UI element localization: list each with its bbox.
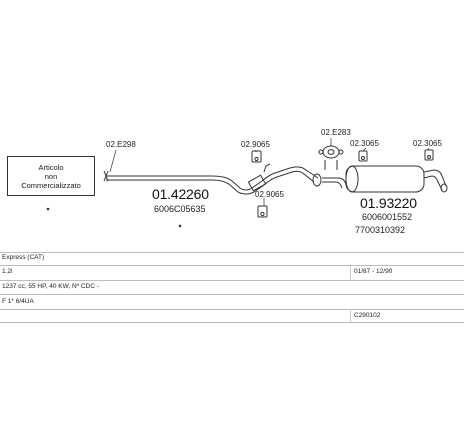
rear-part-number: 01.93220: [360, 195, 417, 211]
table-row-divider: [0, 294, 464, 295]
rear-silencer: [322, 165, 448, 193]
table-row-divider: [0, 309, 464, 310]
rear-part-code-1: 6006001552: [362, 212, 413, 222]
front-pipe: [103, 163, 322, 195]
table-col-divider: [350, 309, 351, 322]
flange-gasket: [318, 145, 344, 170]
ref-label-e298: 02.E298: [106, 140, 136, 149]
ref-label-3065-left: 02.3065: [350, 139, 379, 148]
catalog-code-text: C290102: [354, 312, 381, 319]
dot-marker: [178, 224, 182, 228]
not-sold-line-3: Commercializzato: [21, 180, 81, 190]
table-row-divider: [0, 265, 464, 266]
ref-label-9065-top: 02.9065: [241, 140, 270, 149]
model-text: Express (CAT): [2, 254, 45, 261]
table-col-divider: [350, 265, 351, 280]
date-range-text: 01/87 - 12/90: [354, 268, 393, 275]
hanger-icon: [257, 205, 268, 218]
engine-text: 1.2i: [2, 268, 13, 275]
chassis-text: F 1* 6/4UA: [2, 298, 34, 305]
front-part-number: 01.42260: [152, 186, 209, 202]
front-part-code: 6006C05635: [154, 204, 206, 214]
engine-spec-text: 1237 cc, 55 HP, 40 KW, Nº CDC -: [2, 283, 99, 290]
rear-part-code-2: 7700310392: [355, 225, 406, 235]
not-sold-box: Articolo non Commercializzato: [7, 156, 95, 196]
ref-label-e283: 02.E283: [321, 128, 351, 137]
hanger-icon: [358, 150, 368, 162]
table-row-divider: [0, 252, 464, 253]
not-sold-line-2: non: [44, 171, 58, 181]
ref-label-3065-right: 02.3065: [413, 139, 442, 148]
ref-label-9065-bottom: 02.9065: [255, 190, 284, 199]
hanger-icon: [424, 149, 434, 161]
table-row-divider: [0, 280, 464, 281]
not-sold-line-1: Articolo: [38, 162, 64, 172]
dot-marker: [46, 207, 50, 211]
table-row-divider: [0, 322, 464, 323]
hanger-icon: [251, 150, 262, 163]
